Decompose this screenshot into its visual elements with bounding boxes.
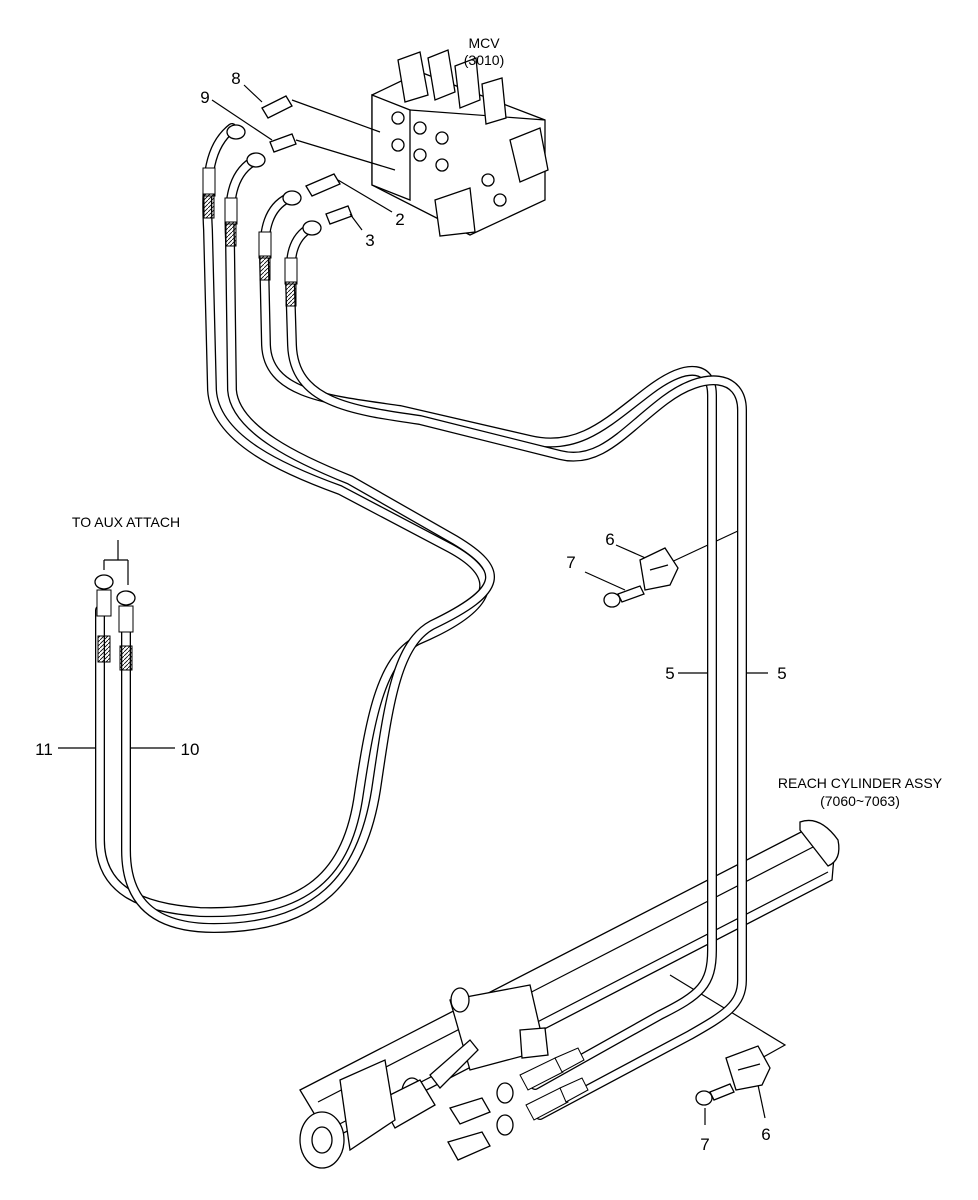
callout-3: 3 [365, 231, 374, 250]
mcv-code-label: (3010) [464, 52, 504, 68]
callout-5-left: 5 [665, 664, 674, 683]
callout-6-upper: 6 [605, 530, 614, 549]
hose-crimp-fittings [94, 124, 589, 1136]
mcv-label: MCV [468, 35, 500, 51]
clamp-lower [725, 1045, 771, 1091]
callout-10: 10 [181, 740, 200, 759]
callout-6-lower: 6 [761, 1125, 770, 1144]
callout-7-upper: 7 [566, 553, 575, 572]
callout-8: 8 [231, 69, 240, 88]
hose-5-right [285, 223, 747, 1120]
callout-11: 11 [35, 740, 53, 759]
aux-attach-label: TO AUX ATTACH [72, 514, 180, 530]
bolt-lower [695, 1083, 735, 1106]
hose-5-left [259, 193, 717, 1090]
callout-5-right: 5 [777, 664, 786, 683]
callout-7-lower: 7 [700, 1135, 709, 1154]
connector-9 [269, 133, 297, 153]
leader-lines [58, 84, 787, 1125]
mcv-valve-block [371, 49, 549, 237]
callout-9: 9 [200, 88, 209, 107]
reach-cylinder [299, 819, 840, 1169]
reach-cylinder-code-label: (7060~7063) [820, 793, 900, 809]
callout-2: 2 [395, 210, 404, 229]
clamp-upper [639, 547, 679, 591]
bolt-upper [603, 585, 645, 608]
connector-2 [305, 173, 341, 197]
reach-cylinder-label: REACH CYLINDER ASSY [778, 775, 943, 791]
connector-3 [325, 205, 353, 225]
hose-10 [121, 157, 495, 933]
connector-8 [261, 95, 293, 119]
